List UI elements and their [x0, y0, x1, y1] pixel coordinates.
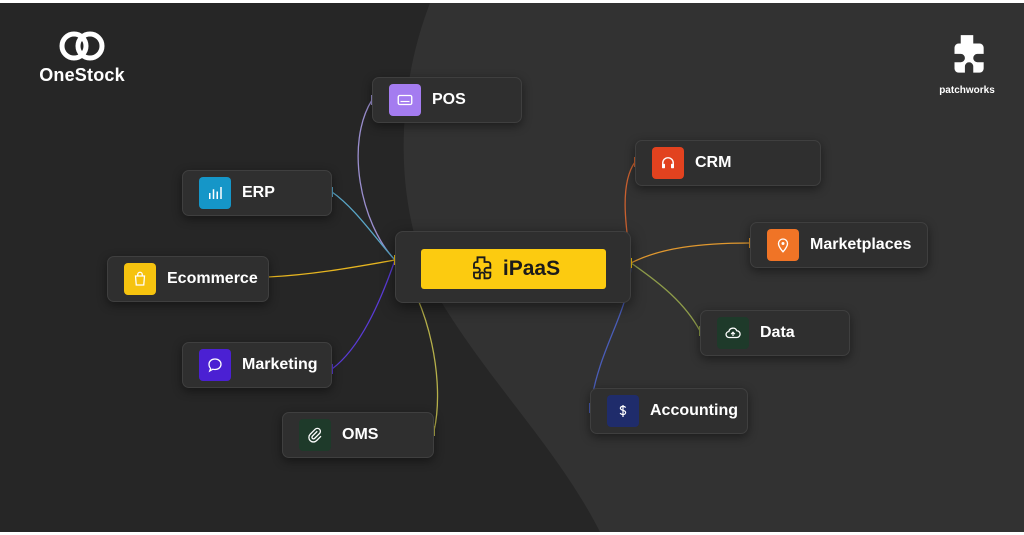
dollar-icon	[607, 395, 639, 427]
onestock-brand: OneStock	[32, 29, 132, 86]
background-swoosh	[403, 3, 1024, 532]
node-label: CRM	[695, 154, 732, 171]
connector-marketplaces	[630, 242, 751, 264]
onestock-wordmark: OneStock	[39, 65, 125, 85]
node-crm[interactable]: CRM	[635, 140, 821, 186]
chat-bubble-icon	[199, 349, 231, 381]
node-label: Ecommerce	[167, 270, 258, 287]
connector-pos	[357, 99, 396, 261]
node-label: Marketing	[242, 356, 318, 373]
connector-marketing	[331, 259, 396, 370]
shopping-bag-icon	[124, 263, 156, 295]
patchworks-wordmark: patchworks	[939, 85, 995, 96]
node-label: POS	[432, 91, 466, 108]
bar-chart-icon	[199, 177, 231, 209]
cloud-upload-icon	[717, 317, 749, 349]
headset-icon	[652, 147, 684, 179]
node-label: Marketplaces	[810, 236, 912, 253]
diagram-canvas: OneStock patchworks iPaaS POS ERP Ec	[0, 3, 1024, 532]
connector-erp	[331, 191, 396, 261]
node-ecommerce[interactable]: Ecommerce	[107, 256, 269, 302]
connector-data	[630, 262, 701, 332]
node-label: ERP	[242, 184, 275, 201]
node-label: Accounting	[650, 402, 738, 419]
node-accounting[interactable]: Accounting	[590, 388, 748, 434]
node-erp[interactable]: ERP	[182, 170, 332, 216]
ipaas-pill[interactable]: iPaaS	[421, 249, 606, 289]
node-pos[interactable]: POS	[372, 77, 522, 123]
patchworks-brand: patchworks	[930, 31, 1004, 96]
patchworks-logo-icon	[954, 35, 984, 73]
onestock-logo-icon	[59, 31, 105, 61]
map-pin-icon	[767, 229, 799, 261]
node-label: Data	[760, 324, 795, 341]
node-label: OMS	[342, 426, 379, 443]
ipaas-label: iPaaS	[502, 257, 561, 280]
node-marketplaces[interactable]: Marketplaces	[750, 222, 928, 268]
ipaas-hub: iPaaS	[395, 231, 631, 303]
node-marketing[interactable]: Marketing	[182, 342, 332, 388]
node-data[interactable]: Data	[700, 310, 850, 356]
paperclip-icon	[299, 419, 331, 451]
node-oms[interactable]: OMS	[282, 412, 434, 458]
pos-terminal-icon	[389, 84, 421, 116]
connector-ecommerce	[267, 259, 396, 278]
puzzle-icon	[472, 256, 492, 280]
